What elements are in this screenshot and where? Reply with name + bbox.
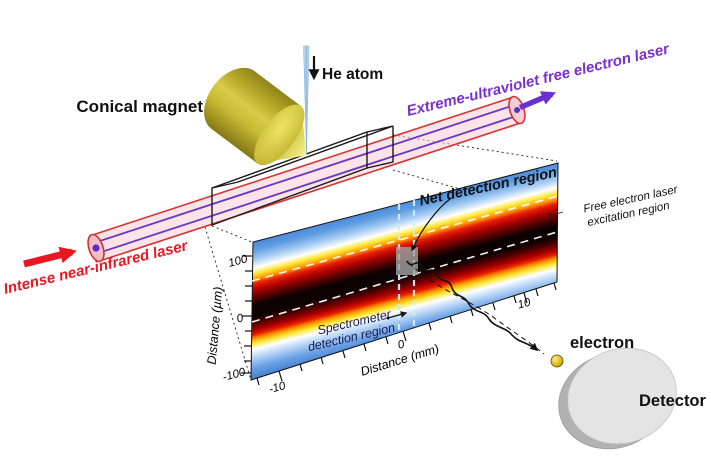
inner-beam-line-lower	[97, 114, 519, 255]
fel-excitation-leader	[552, 211, 564, 216]
y-tick-0: 0	[235, 312, 245, 325]
x-axis-ticks	[256, 282, 557, 386]
euv-fel-label: Extreme-ultraviolet free electron laser	[405, 40, 672, 120]
magnet-cone-base	[254, 104, 305, 166]
projection-lines	[204, 134, 558, 381]
y-tick-100: 100	[227, 253, 249, 270]
chamber-slab	[211, 125, 394, 227]
euv-fel-arrow	[518, 91, 556, 111]
fel-excitation-leader-dot	[547, 213, 553, 218]
exit-beam-dot	[514, 107, 520, 113]
x-tick-0: 0	[397, 338, 407, 351]
inner-beam-line-upper	[94, 103, 516, 244]
x-tick-m10: -10	[268, 380, 288, 396]
electron-label: electron	[570, 334, 634, 352]
x-tick-10: 10	[516, 296, 532, 311]
electron-sphere	[550, 354, 564, 368]
excitation-region-dashed-lines	[251, 195, 559, 323]
detector-label: Detector	[639, 392, 707, 410]
nir-laser-arrow	[23, 246, 77, 268]
fel-excitation-label: Free electron laser excitation region	[582, 184, 679, 229]
y-axis-ticks	[241, 255, 252, 374]
spectrometer-leader	[387, 311, 408, 319]
he-atom-label: He atom	[322, 66, 383, 83]
conical-magnet-label: Conical magnet	[76, 97, 203, 116]
he-atom-beam	[303, 45, 310, 155]
entry-beam-dot	[92, 244, 100, 252]
electron-trajectory	[406, 260, 539, 352]
y-axis-label: Distance (µm)	[205, 286, 226, 365]
detector	[558, 347, 677, 450]
laser-beam-tube	[87, 95, 526, 263]
y-tick-m100: -100	[221, 366, 247, 384]
net-detection-leader	[411, 198, 451, 252]
conical-magnet	[204, 67, 307, 166]
